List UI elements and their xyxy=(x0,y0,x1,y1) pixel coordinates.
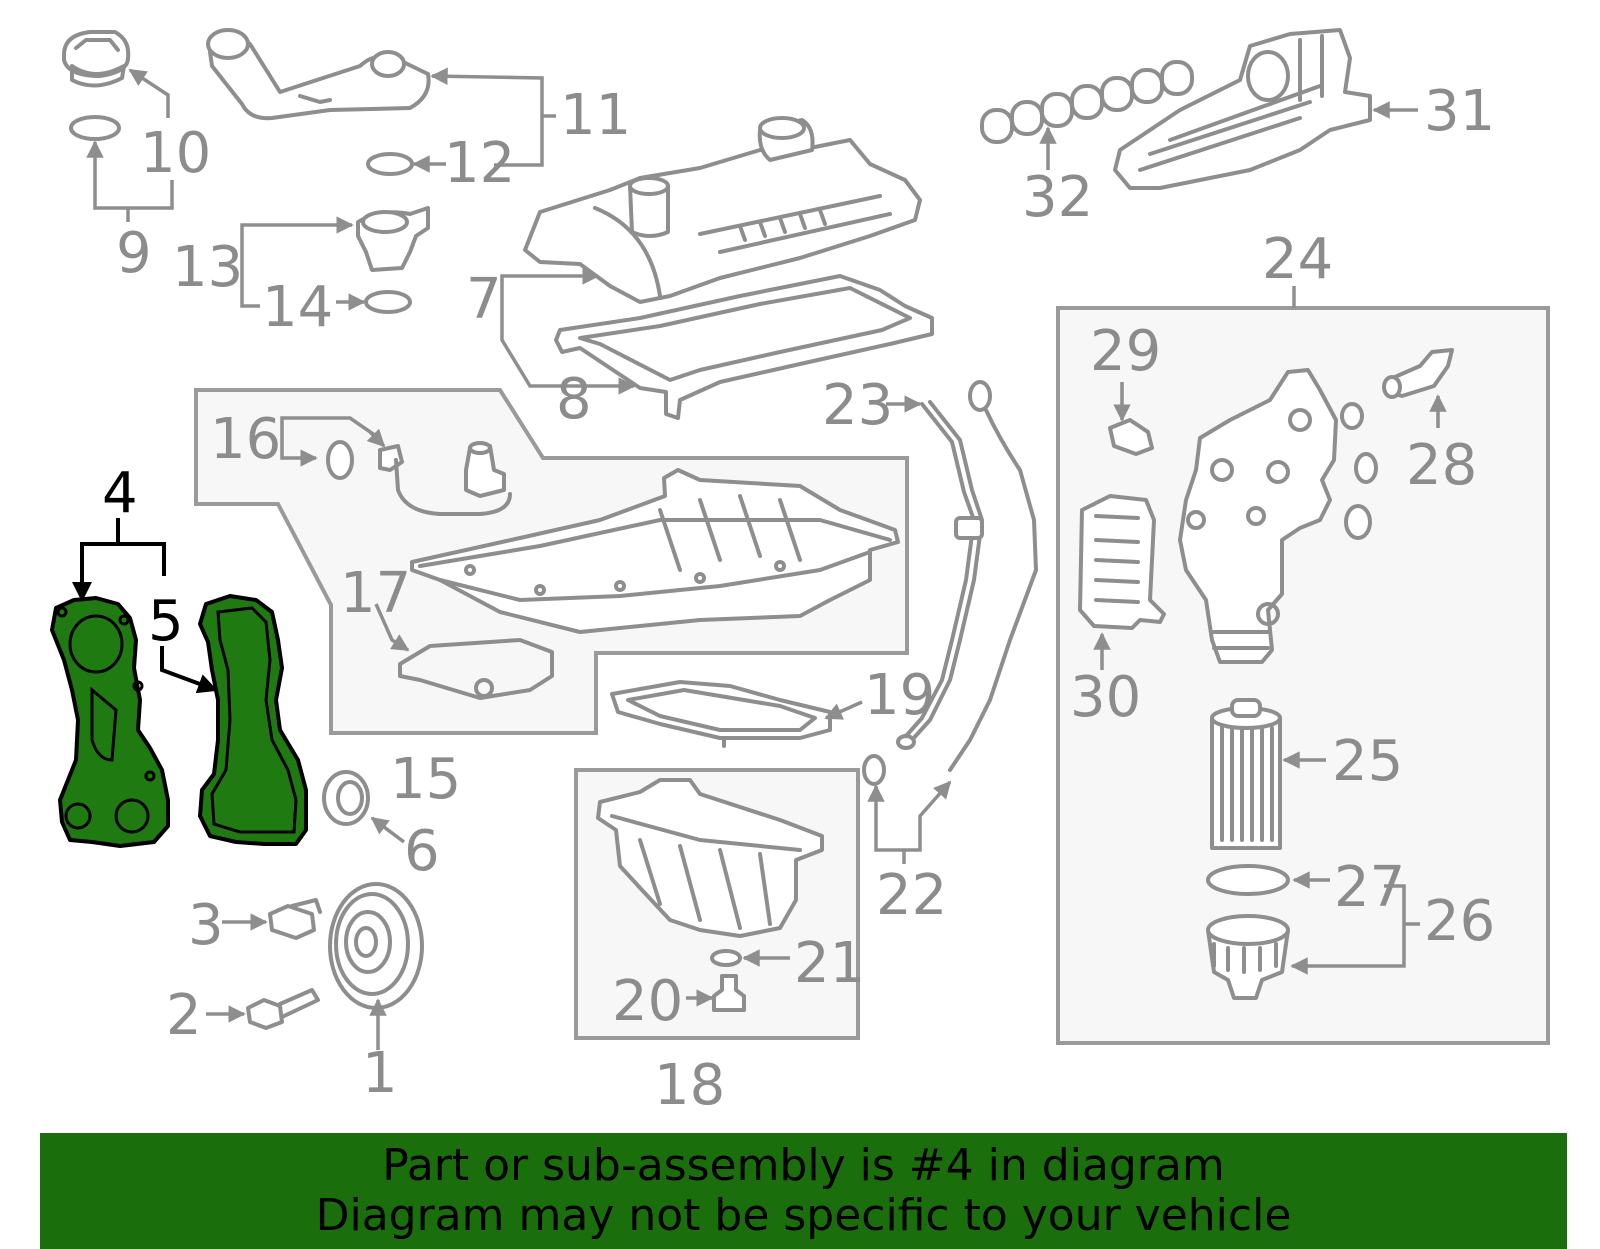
label-4: 4 xyxy=(102,461,138,526)
crankshaft-pulley[interactable] xyxy=(328,882,424,1010)
oil-pickup-gasket[interactable] xyxy=(398,638,554,700)
label-14: 14 xyxy=(262,275,333,340)
label-27: 27 xyxy=(1334,855,1405,920)
label-24: 24 xyxy=(1262,227,1333,292)
label-19: 19 xyxy=(864,663,935,728)
label-30: 30 xyxy=(1070,665,1141,730)
breather-valve[interactable] xyxy=(356,206,430,272)
label-20: 20 xyxy=(612,969,683,1034)
drain-plug[interactable] xyxy=(712,974,746,1012)
label-17: 17 xyxy=(340,561,411,626)
leader-5 xyxy=(160,646,218,694)
leader-7 xyxy=(500,267,600,300)
oil-filter-housing[interactable] xyxy=(1178,368,1338,664)
oil-cooler[interactable] xyxy=(1078,494,1166,630)
leader-22 xyxy=(867,784,904,852)
oil-level-sensor[interactable] xyxy=(378,444,512,516)
leader-11 xyxy=(430,67,544,116)
leader-17 xyxy=(374,603,410,652)
label-7: 7 xyxy=(466,267,502,332)
cap-seal-ring[interactable] xyxy=(69,115,121,141)
label-26: 26 xyxy=(1424,889,1495,954)
label-10: 10 xyxy=(140,121,211,186)
banner-line-1: Part or sub-assembly is #4 in diagram xyxy=(382,1140,1225,1191)
leader-11b xyxy=(494,116,544,167)
valve-cover-gasket[interactable] xyxy=(554,274,934,420)
label-6: 6 xyxy=(404,819,440,884)
leader-16 xyxy=(280,416,377,438)
leader-13 xyxy=(240,216,354,268)
oil-filler-cap[interactable] xyxy=(62,30,131,88)
label-21: 21 xyxy=(794,931,865,996)
filter-cap-seal[interactable] xyxy=(1206,864,1290,896)
pulley-bolt[interactable] xyxy=(268,898,322,940)
cover-bolt[interactable] xyxy=(246,988,320,1030)
label-25: 25 xyxy=(1332,729,1403,794)
label-22: 22 xyxy=(876,863,947,928)
upper-oil-pan[interactable] xyxy=(410,468,900,634)
leader-6 xyxy=(370,816,406,844)
housing-seal-a[interactable] xyxy=(1340,402,1364,430)
label-16: 16 xyxy=(210,407,281,472)
label-1: 1 xyxy=(362,1041,398,1106)
leader-19 xyxy=(824,700,863,720)
dipstick-tube[interactable] xyxy=(896,400,984,750)
leader-26 xyxy=(1384,884,1406,924)
label-13: 13 xyxy=(172,235,243,300)
label-2: 2 xyxy=(166,983,202,1048)
label-18: 18 xyxy=(654,1053,725,1118)
oil-filter-element[interactable] xyxy=(1210,698,1282,850)
valve-cover[interactable] xyxy=(523,116,922,304)
label-15: 15 xyxy=(390,747,461,812)
label-3: 3 xyxy=(188,893,224,958)
dipstick[interactable] xyxy=(948,380,1038,772)
info-banner: Part or sub-assembly is #4 in diagram Di… xyxy=(40,1133,1567,1249)
lower-oil-pan[interactable] xyxy=(596,778,824,938)
outlet-fitting[interactable] xyxy=(1382,348,1454,399)
label-23: 23 xyxy=(822,373,893,438)
crankshaft-front-seal[interactable] xyxy=(322,770,370,826)
label-9: 9 xyxy=(116,221,152,286)
timing-cover-highlighted[interactable] xyxy=(50,596,170,848)
drain-plug-washer[interactable] xyxy=(710,949,742,967)
leader-9 xyxy=(86,140,128,210)
label-8: 8 xyxy=(556,367,592,432)
dipstick-seal-ring[interactable] xyxy=(862,754,886,786)
intake-manifold-gasket[interactable] xyxy=(980,60,1194,144)
label-28: 28 xyxy=(1406,433,1477,498)
label-5: 5 xyxy=(148,589,184,654)
label-31: 31 xyxy=(1424,79,1495,144)
oil-pan-gasket[interactable] xyxy=(610,680,832,748)
label-12: 12 xyxy=(444,131,515,196)
leader-9b xyxy=(128,180,174,210)
oil-filter-cap[interactable] xyxy=(1206,914,1290,1000)
leader-8 xyxy=(500,300,636,395)
housing-seal-b[interactable] xyxy=(1354,452,1378,484)
leader-14 xyxy=(240,268,260,308)
breather-ring[interactable] xyxy=(364,290,412,314)
label-29: 29 xyxy=(1090,319,1161,384)
housing-seal-c[interactable] xyxy=(1344,504,1372,540)
oil-filler-neck[interactable] xyxy=(206,28,431,121)
intake-manifold[interactable] xyxy=(1113,28,1372,190)
neck-seal-ring[interactable] xyxy=(366,152,414,176)
sensor-seal-ring[interactable] xyxy=(326,440,354,480)
banner-line-2: Diagram may not be specific to your vehi… xyxy=(315,1190,1292,1241)
label-11: 11 xyxy=(560,83,631,148)
timing-cover-gasket[interactable] xyxy=(198,594,308,846)
oil-pressure-switch[interactable] xyxy=(464,441,506,498)
label-32: 32 xyxy=(1022,165,1093,230)
leader-10 xyxy=(128,68,170,118)
